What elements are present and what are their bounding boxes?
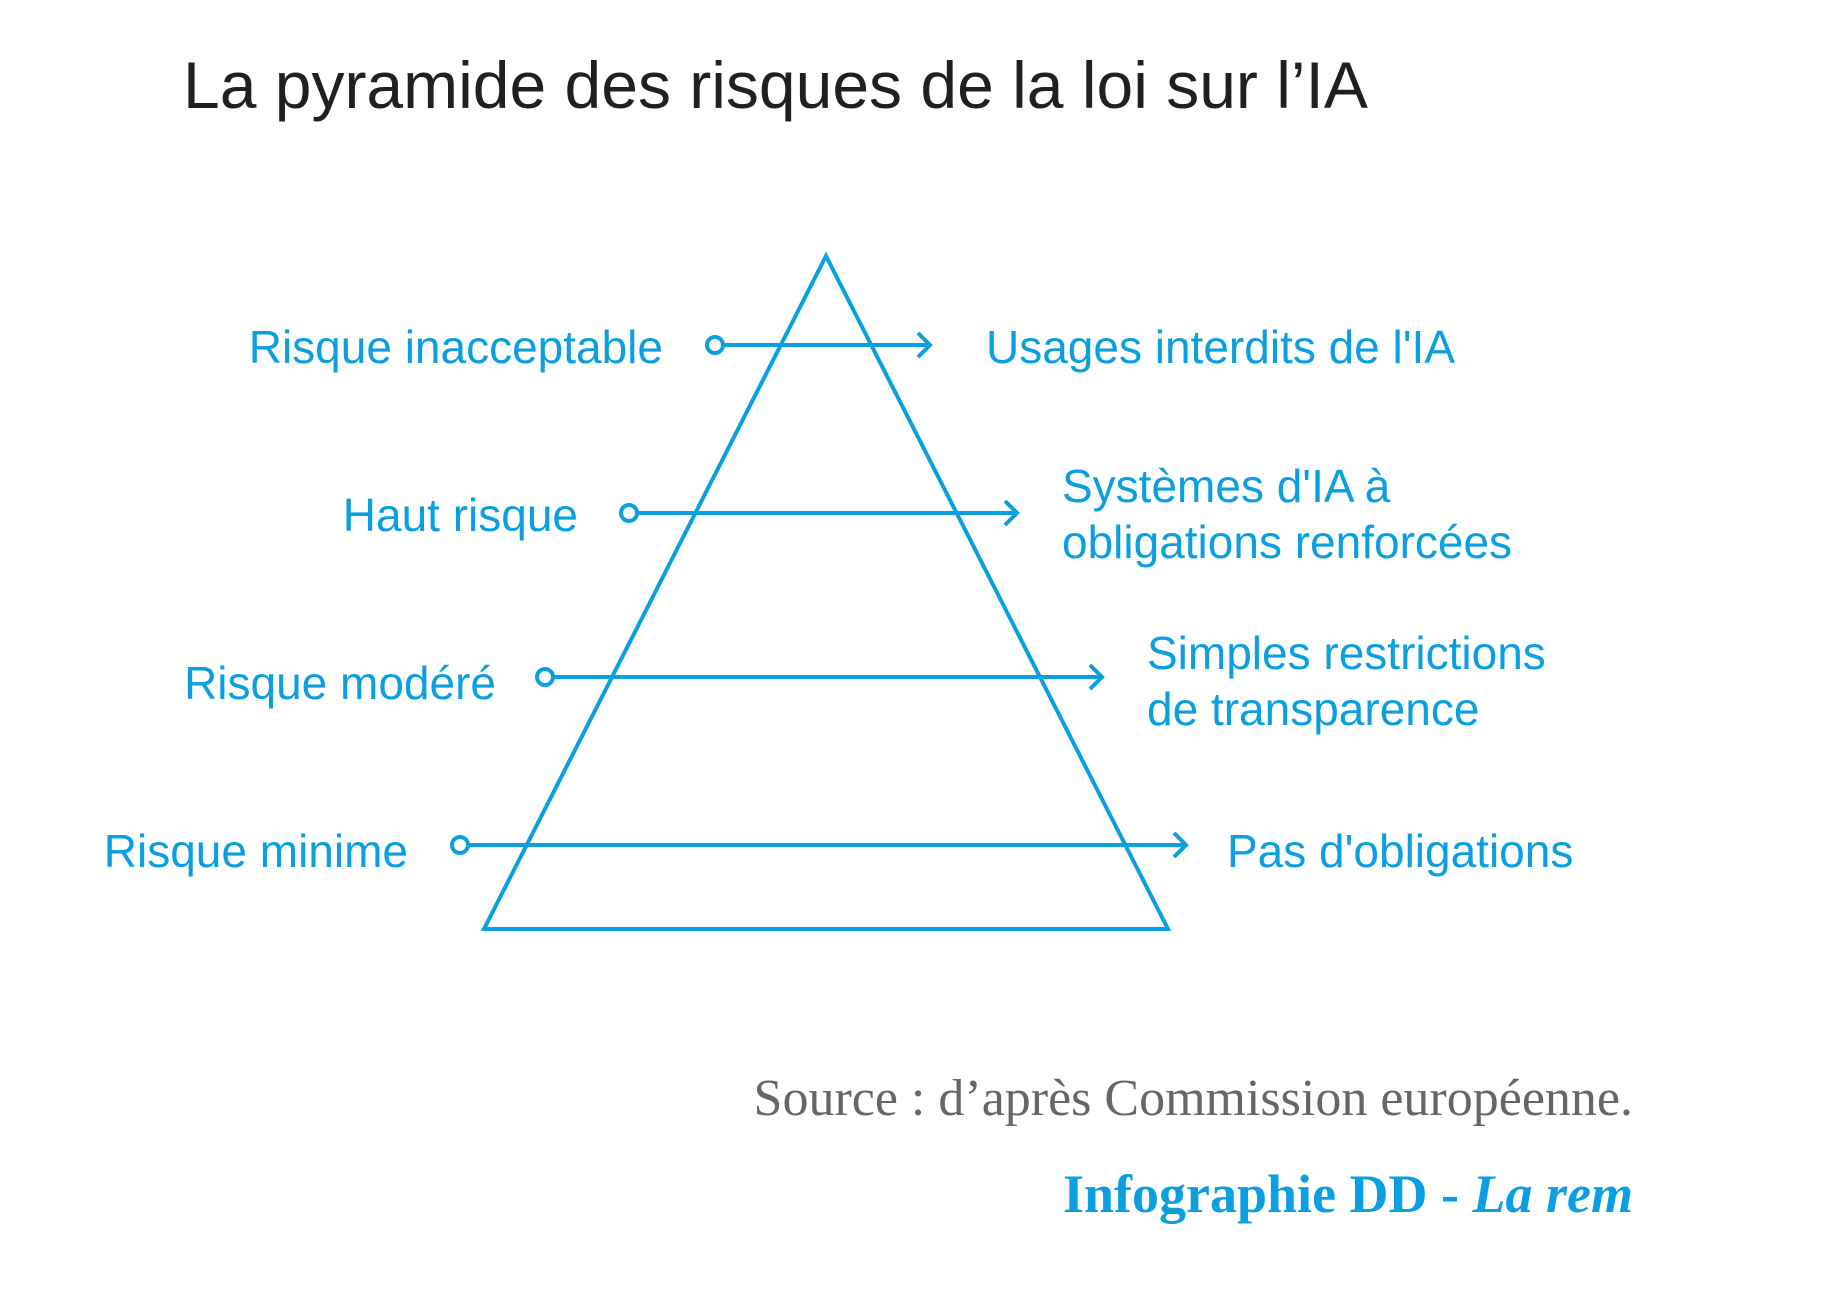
arrow-head-icon bbox=[916, 331, 933, 359]
credit-main: Infographie DD - bbox=[1063, 1164, 1473, 1224]
consequence-label: Pas d'obligations bbox=[1227, 825, 1573, 877]
connector-dot-icon bbox=[450, 835, 470, 855]
risk-label: Risque minime bbox=[104, 825, 408, 877]
source-note: Source : d’après Commission européenne. bbox=[754, 1070, 1633, 1127]
consequence-label-line2: obligations renforcées bbox=[1062, 516, 1512, 568]
consequence-label: Usages interdits de l'IA bbox=[986, 321, 1455, 373]
arrow-head-icon bbox=[1088, 663, 1105, 691]
consequence-label-line1: Systèmes d'IA à bbox=[1062, 460, 1391, 512]
risk-label: Haut risque bbox=[343, 489, 578, 541]
consequence-label-line1: Simples restrictions bbox=[1147, 627, 1546, 679]
connector-dot-icon bbox=[619, 503, 639, 523]
risk-label: Risque modéré bbox=[184, 657, 496, 709]
page-title: La pyramide des risques de la loi sur l’… bbox=[183, 48, 1368, 122]
arrow-head-icon bbox=[1003, 499, 1020, 527]
level-high: Haut risque Systèmes d'IA à obligations … bbox=[343, 460, 1512, 568]
credit-line: Infographie DD - La rem bbox=[1063, 1164, 1633, 1224]
level-moderate: Risque modéré Simples restrictions de tr… bbox=[184, 627, 1546, 735]
level-minimal: Risque minime Pas d'obligations bbox=[104, 825, 1574, 877]
arrow-head-icon bbox=[1172, 831, 1189, 859]
consequence-label-line2: de transparence bbox=[1147, 683, 1479, 735]
risk-label: Risque inacceptable bbox=[249, 321, 663, 373]
credit-italic: La rem bbox=[1472, 1164, 1633, 1224]
connector-dot-icon bbox=[535, 667, 555, 687]
level-unacceptable: Risque inacceptable Usages interdits de … bbox=[249, 321, 1456, 373]
pyramid-outline bbox=[480, 251, 1172, 931]
connector-dot-icon bbox=[705, 335, 725, 355]
